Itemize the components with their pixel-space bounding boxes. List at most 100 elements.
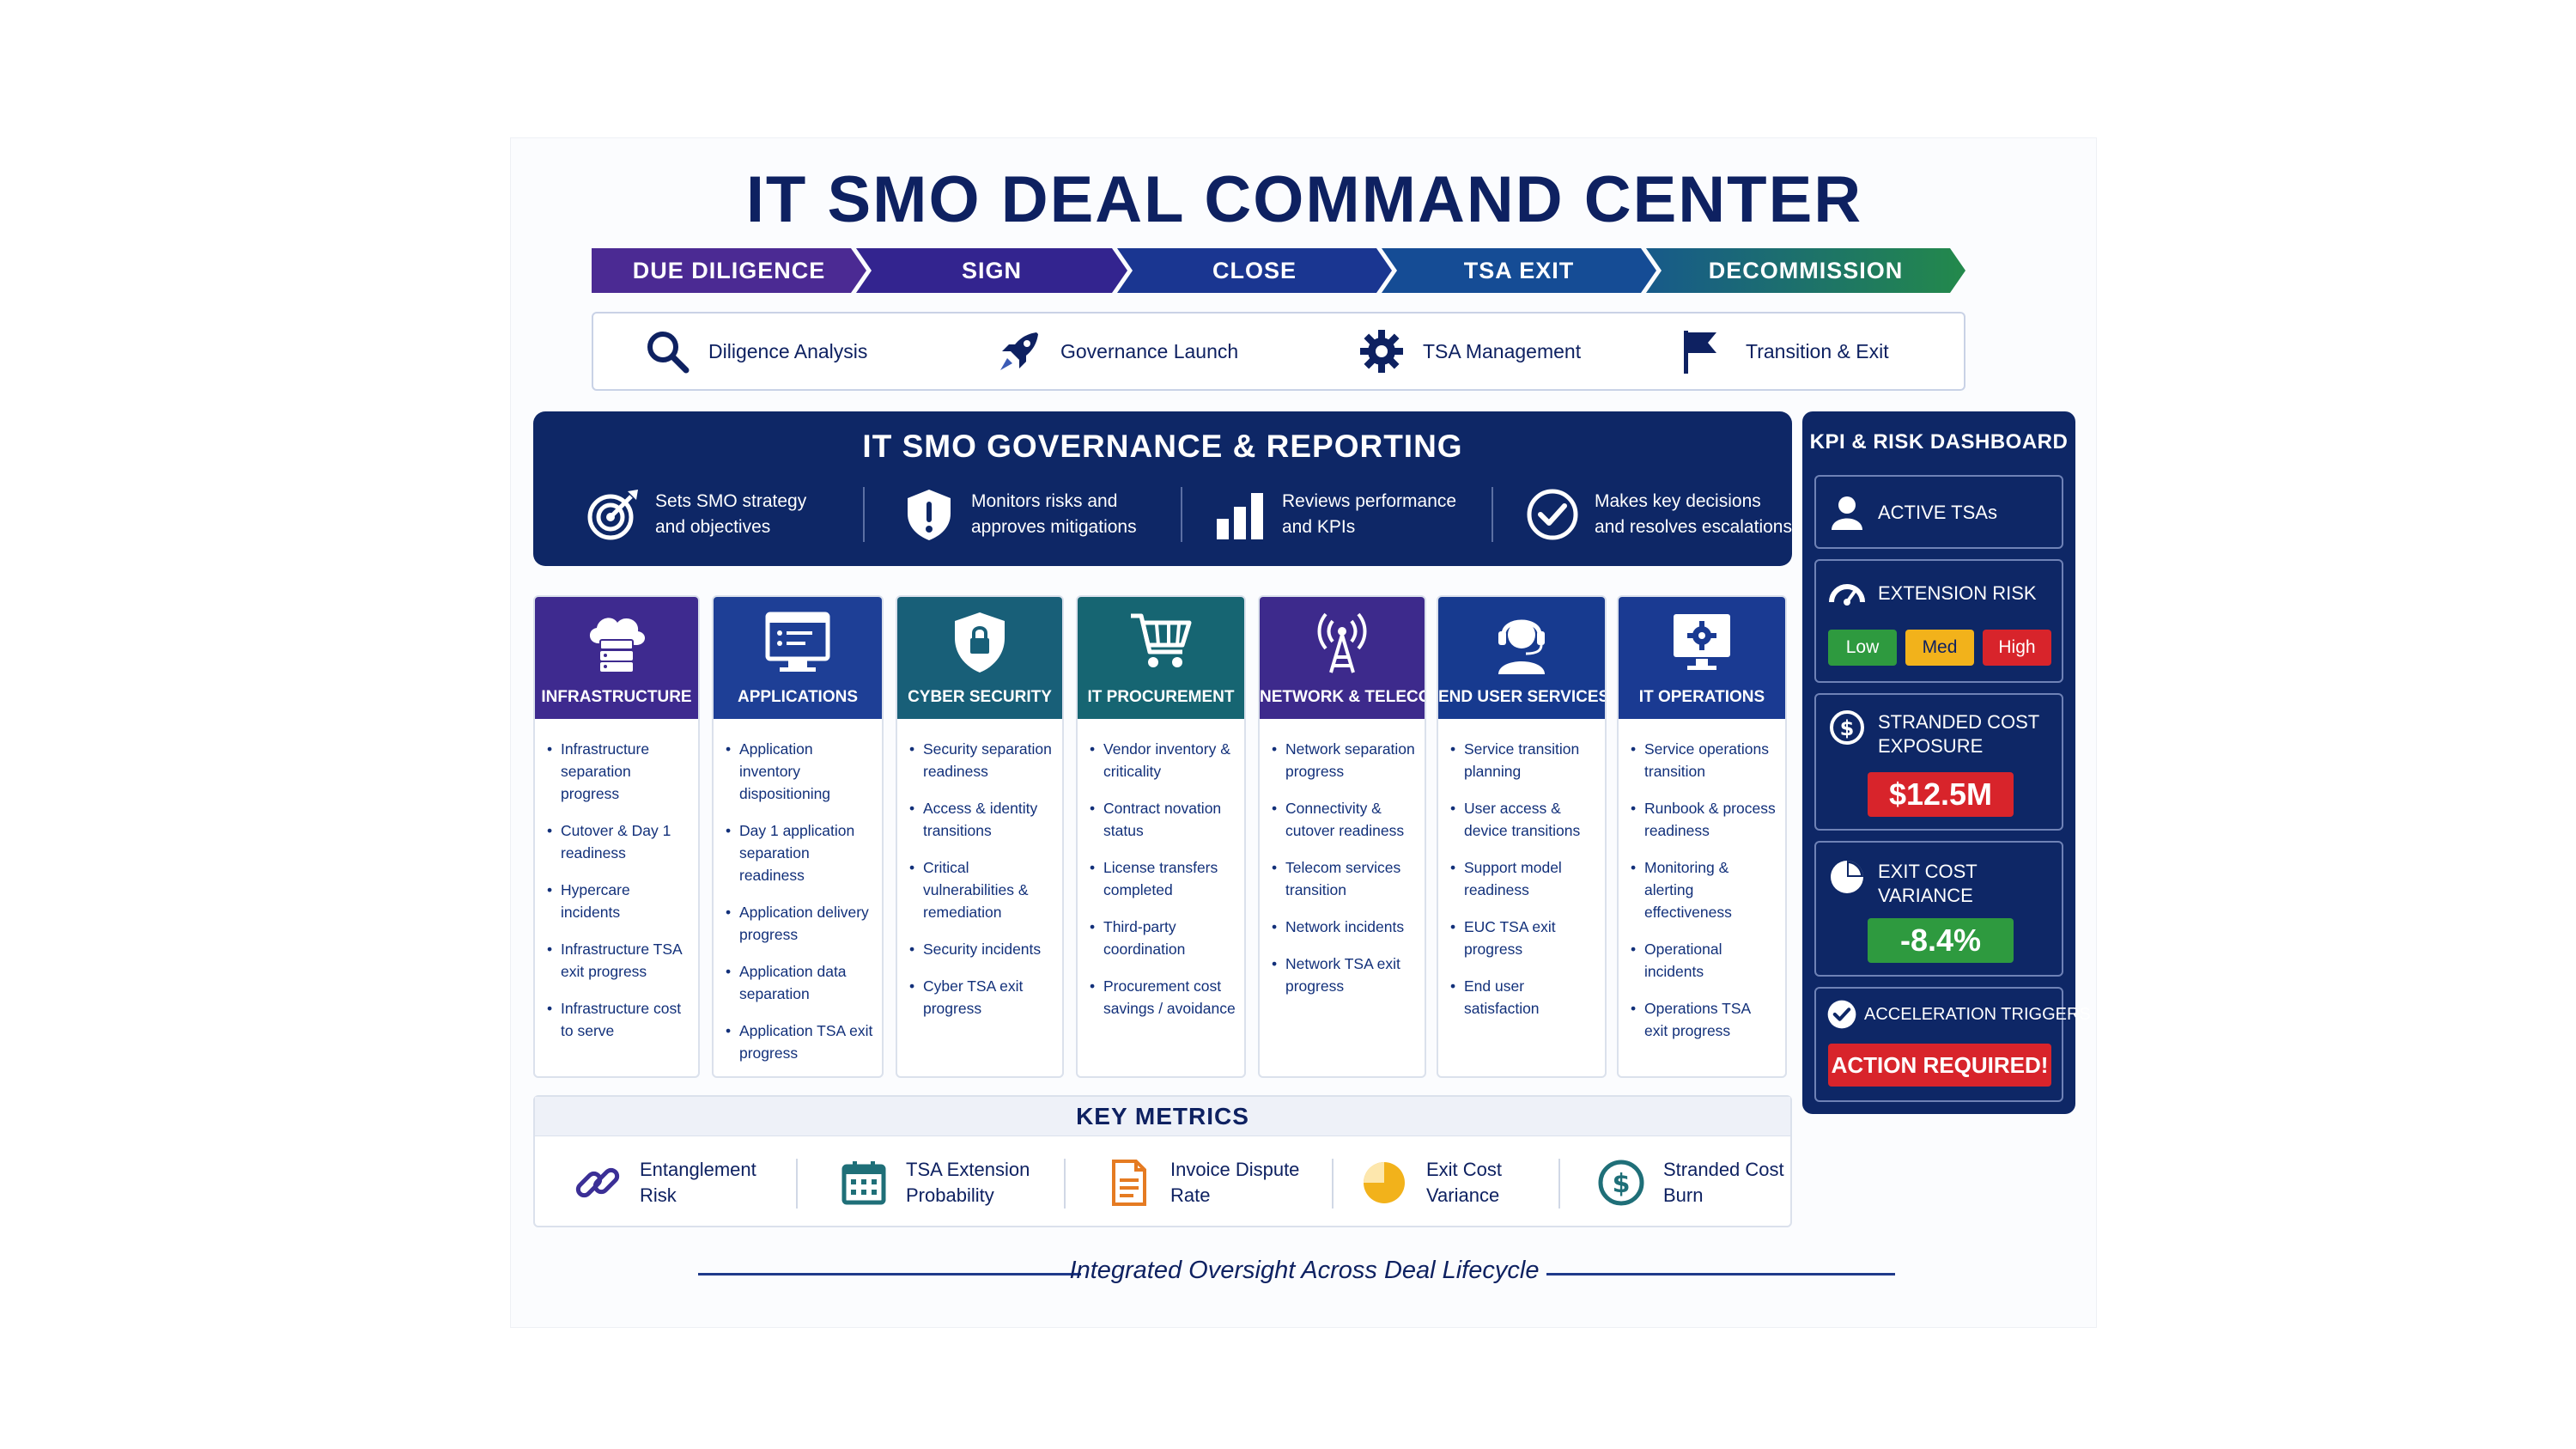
list-item: Third-party coordination (1090, 916, 1236, 960)
list-item: Network TSA exit progress (1272, 953, 1416, 997)
list-item: Telecom services transition (1272, 856, 1416, 901)
column-title: IT OPERATIONS (1638, 688, 1765, 706)
metric-line: TSA Extension (906, 1159, 1030, 1180)
kpi-title: KPI & RISK DASHBOARD (1809, 430, 2069, 454)
dollar-circle-icon: $ (1830, 710, 1864, 745)
list-item: Access & identity transitions (909, 797, 1054, 842)
pie-icon (1831, 861, 1863, 893)
list-item: License transfers completed (1090, 856, 1236, 901)
list-item: End user satisfaction (1450, 975, 1596, 1020)
column-header: NETWORK & TELECOM (1260, 597, 1425, 719)
kpi-acceleration-triggers: ACCELERATION TRIGGERS ACTION REQUIRED! (1814, 987, 2091, 1102)
activity-tsa-management: TSA Management (1358, 314, 1581, 389)
divider (863, 487, 865, 542)
list-item: Day 1 application separation readiness (726, 819, 873, 886)
rocket-icon (1000, 332, 1038, 370)
metric-line: Rate (1170, 1184, 1211, 1206)
column-it-procurement: IT PROCUREMENT Vendor inventory & critic… (1076, 595, 1246, 1078)
action-required-alert: ACTION REQUIRED! (1828, 1044, 2051, 1087)
person-icon (1832, 496, 1862, 530)
governance-line: Sets SMO strategy (655, 491, 807, 511)
list-item: Hypercare incidents (547, 879, 690, 923)
governance-item-strategy: Sets SMO strategy and objectives (585, 480, 806, 549)
governance-line: and resolves escalations (1595, 517, 1792, 537)
svg-text:$: $ (1613, 1169, 1631, 1199)
risk-low-badge: Low (1828, 630, 1897, 666)
document-icon (1112, 1160, 1146, 1206)
column-title: NETWORK & TELECOM (1260, 688, 1426, 706)
column-network-telecom: NETWORK & TELECOM Network separation pro… (1258, 595, 1426, 1078)
pie-icon (1364, 1162, 1405, 1203)
metric-line: Exit Cost (1426, 1159, 1503, 1180)
governance-line: and KPIs (1282, 517, 1356, 537)
check-circle-icon (1527, 489, 1578, 540)
calendar-icon (841, 1161, 886, 1205)
list-item: Application delivery progress (726, 901, 873, 946)
column-it-operations: IT OPERATIONS Service operations transit… (1617, 595, 1787, 1078)
key-metrics-title: KEY METRICS (535, 1097, 1790, 1136)
divider (1492, 487, 1493, 542)
activity-diligence-analysis: Diligence Analysis (643, 314, 867, 389)
governance-line: Monitors risks and (971, 491, 1118, 511)
divider (1181, 487, 1182, 542)
cart-icon (1131, 613, 1192, 667)
metric-line: Risk (640, 1184, 677, 1206)
list-item: Vendor inventory & criticality (1090, 738, 1236, 782)
headset-icon (1498, 619, 1545, 674)
list-item: Infrastructure TSA exit progress (547, 938, 690, 983)
antenna-icon (1317, 612, 1367, 673)
dollar-circle-icon: $ (1598, 1160, 1644, 1206)
column-header: APPLICATIONS (714, 597, 882, 719)
column-title: APPLICATIONS (737, 688, 859, 706)
column-header: IT PROCUREMENT (1078, 597, 1244, 719)
metric-line: Burn (1663, 1184, 1704, 1206)
column-header: IT OPERATIONS (1619, 597, 1785, 719)
column-title: IT PROCUREMENT (1087, 688, 1235, 706)
list-item: Infrastructure cost to serve (547, 997, 690, 1042)
metric-line: Variance (1426, 1184, 1500, 1206)
activity-label: Diligence Analysis (708, 339, 868, 362)
check-circle-icon (1827, 1000, 1856, 1029)
column-header: INFRASTRUCTURE (535, 597, 698, 719)
bar-chart-icon (1217, 493, 1263, 539)
governance-line: Reviews performance (1282, 491, 1457, 511)
list-item: Contract novation status (1090, 797, 1236, 842)
activity-governance-launch: Governance Launch (995, 314, 1238, 389)
metric-line: Stranded Cost (1663, 1159, 1784, 1180)
column-applications: APPLICATIONS Application inventory dispo… (712, 595, 884, 1078)
phase-close: CLOSE (1117, 248, 1392, 293)
kpi-label: EXTENSION RISK (1878, 582, 2037, 604)
list-item: Network incidents (1272, 916, 1416, 938)
list-item: Cutover & Day 1 readiness (547, 819, 690, 864)
stranded-cost-value: $12.5M (1868, 772, 2014, 817)
flag-icon (1684, 331, 1716, 374)
gear-icon (1360, 330, 1403, 373)
kpi-dashboard: KPI & RISK DASHBOARD ACTIVE TSAs EXTENSI… (1802, 411, 2091, 1114)
command-center-board: IT SMO DEAL COMMAND CENTER DUE DILIGENCE… (510, 137, 2097, 1328)
governance-panel: IT SMO GOVERNANCE & REPORTING Sets SMO s… (533, 411, 1792, 566)
list-item: Runbook & process readiness (1631, 797, 1777, 842)
governance-line: Makes key decisions (1595, 491, 1761, 511)
footer-rule-right (1546, 1273, 1895, 1275)
list-item: Network separation progress (1272, 738, 1416, 782)
column-header: END USER SERVICES (1438, 597, 1605, 719)
activity-label: TSA Management (1423, 339, 1582, 362)
activity-strip: Diligence Analysis Governance Launch TSA… (592, 312, 1965, 391)
kpi-exit-cost-variance: EXIT COST VARIANCE -8.4% (1814, 841, 2063, 977)
divider (1332, 1159, 1334, 1209)
gauge-icon (1829, 584, 1865, 606)
phase-due-diligence: DUE DILIGENCE (592, 248, 866, 293)
list-item: Application data separation (726, 960, 873, 1005)
governance-line: and objectives (655, 517, 771, 537)
risk-med-badge: Med (1905, 630, 1974, 666)
shield-alert-icon (908, 490, 951, 540)
shield-lock-icon (955, 612, 1005, 673)
magnifier-icon (647, 332, 690, 374)
list-item: Critical vulnerabilities & remediation (909, 856, 1054, 923)
list-item: Security incidents (909, 938, 1054, 960)
kpi-label: EXIT COST (1878, 861, 1978, 882)
